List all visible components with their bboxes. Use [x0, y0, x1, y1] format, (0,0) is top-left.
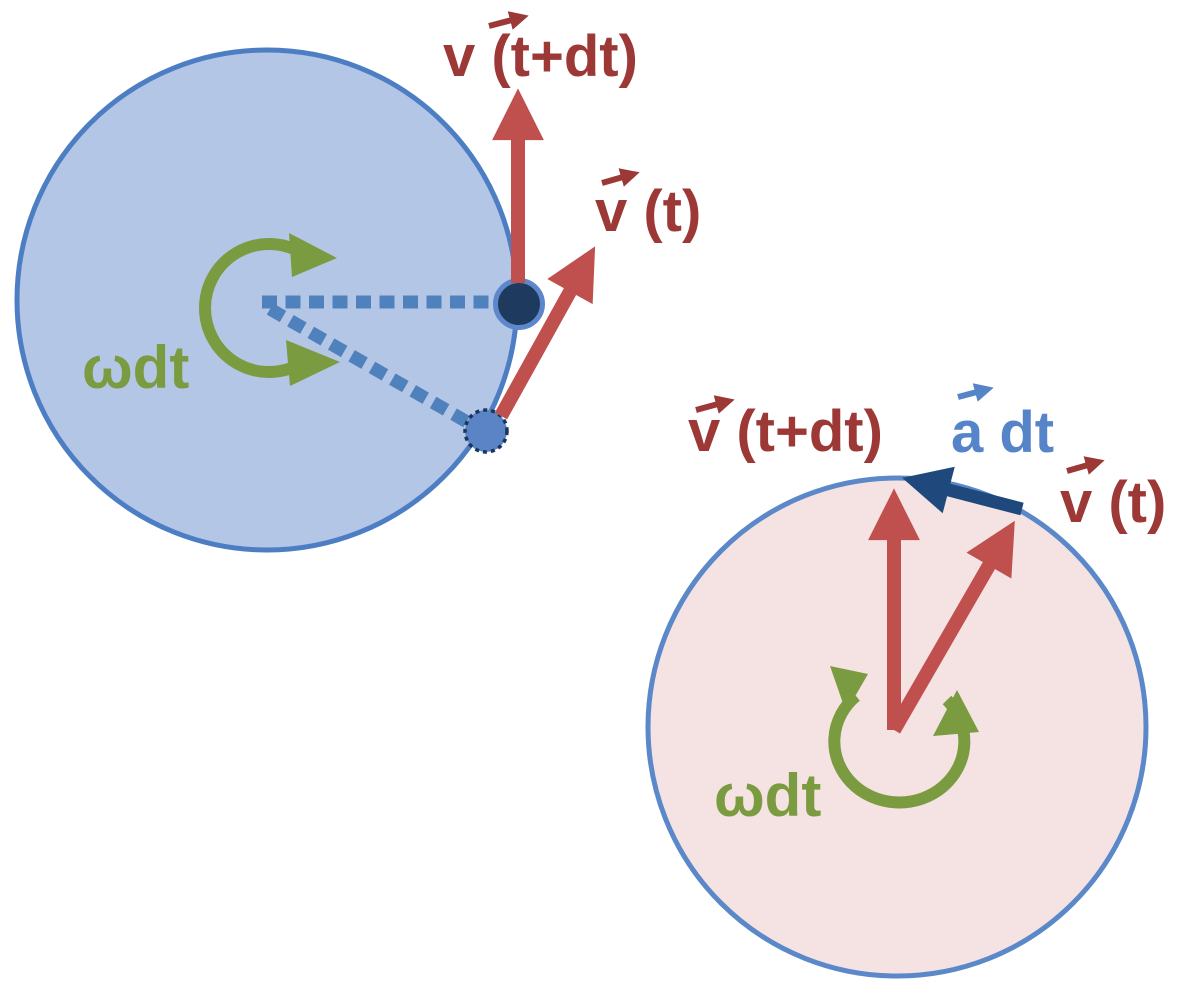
- label-v-t: v (t): [1060, 470, 1166, 535]
- rotation-angle-arc: [828, 691, 971, 809]
- rotation-arc-arrowhead-top: [289, 233, 337, 277]
- label-omega-dt: ωdt: [82, 334, 189, 401]
- label-omega-dt: ωdt: [714, 762, 821, 829]
- rotation-arc-arrowhead-bottom: [286, 340, 340, 386]
- velocity-vector-t: [887, 520, 1015, 734]
- label-a-dt: a dt: [951, 400, 1054, 465]
- rotation-angle-arc: [199, 238, 303, 378]
- vector-accent-arrow-icon: [488, 11, 529, 30]
- label-v-t-plus-dt: v (t+dt): [443, 24, 638, 89]
- rotation-arc-arrowhead-right: [933, 690, 979, 736]
- velocity-vector-t: [494, 246, 596, 420]
- rotation-arc-arrowhead-left: [830, 666, 868, 712]
- radius-dotted-line-t: [266, 303, 473, 429]
- acceleration-vector-a-dt: [902, 466, 1024, 516]
- vector-accent-arrow-icon: [601, 168, 640, 187]
- vector-accent-arrow-icon: [1066, 456, 1105, 475]
- disk-velocity-view: v (t+dt) a dt v (t) ωdt: [645, 383, 1166, 979]
- label-v-t: v (t): [595, 179, 701, 244]
- vector-accent-arrow-icon: [957, 383, 994, 402]
- vector-accent-arrow-icon: [695, 395, 735, 414]
- particle-dot-t-plus-dt: [493, 278, 545, 330]
- particle-dot-t-ghost: [463, 408, 509, 454]
- disk-position-view: v (t+dt) v (t) ωdt: [14, 11, 701, 553]
- label-v-t-plus-dt: v (t+dt): [688, 399, 883, 464]
